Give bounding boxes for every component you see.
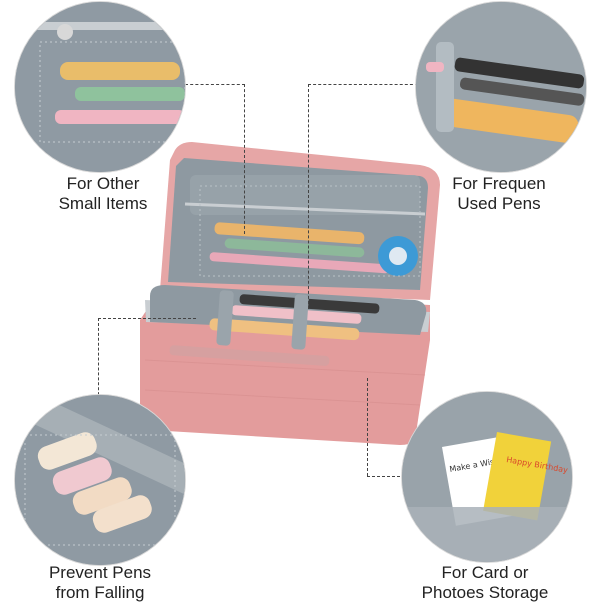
feature-label-frequent-pens: For Frequen Used Pens — [414, 174, 584, 214]
callout-line-bottom-right-horizontal — [367, 476, 415, 477]
detail-circle-card-storage: Make a Wish Happy Birthday — [402, 392, 572, 562]
callout-line-top-right — [308, 84, 418, 85]
feature-label-line1: For Other — [66, 174, 140, 193]
callout-line-bottom-left-vertical — [98, 318, 99, 410]
feature-label-line2: Photoes Storage — [421, 583, 549, 602]
feature-label-prevent-falling: Prevent Pens from Falling — [15, 563, 185, 603]
detail-circle-prevent-falling — [15, 395, 185, 565]
callout-line-top-left — [185, 84, 245, 85]
feature-label-line1: Prevent Pens — [48, 563, 152, 582]
detail-circle-frequent-pens — [416, 2, 586, 172]
callout-line-bottom-left — [98, 318, 196, 319]
callout-line-top-left-vertical — [244, 84, 245, 234]
card-pocket-closeup: Make a Wish Happy Birthday — [402, 392, 572, 562]
pen-loops-closeup — [416, 2, 586, 172]
feature-label-line1: For Frequen — [452, 174, 546, 193]
callout-line-top-right-vertical — [308, 84, 309, 309]
feature-label-line2: from Falling — [55, 583, 145, 602]
elastic-strap-closeup — [15, 395, 185, 565]
mesh-pocket-closeup — [15, 2, 185, 172]
feature-label-card-storage: For Card or Photoes Storage — [400, 563, 570, 603]
feature-label-line2: Used Pens — [457, 194, 541, 213]
feature-label-line2: Small Items — [58, 194, 148, 213]
detail-circle-small-items — [15, 2, 185, 172]
feature-label-line1: For Card or — [441, 563, 529, 582]
feature-label-small-items: For Other Small Items — [18, 174, 188, 214]
callout-line-bottom-right — [367, 378, 368, 476]
